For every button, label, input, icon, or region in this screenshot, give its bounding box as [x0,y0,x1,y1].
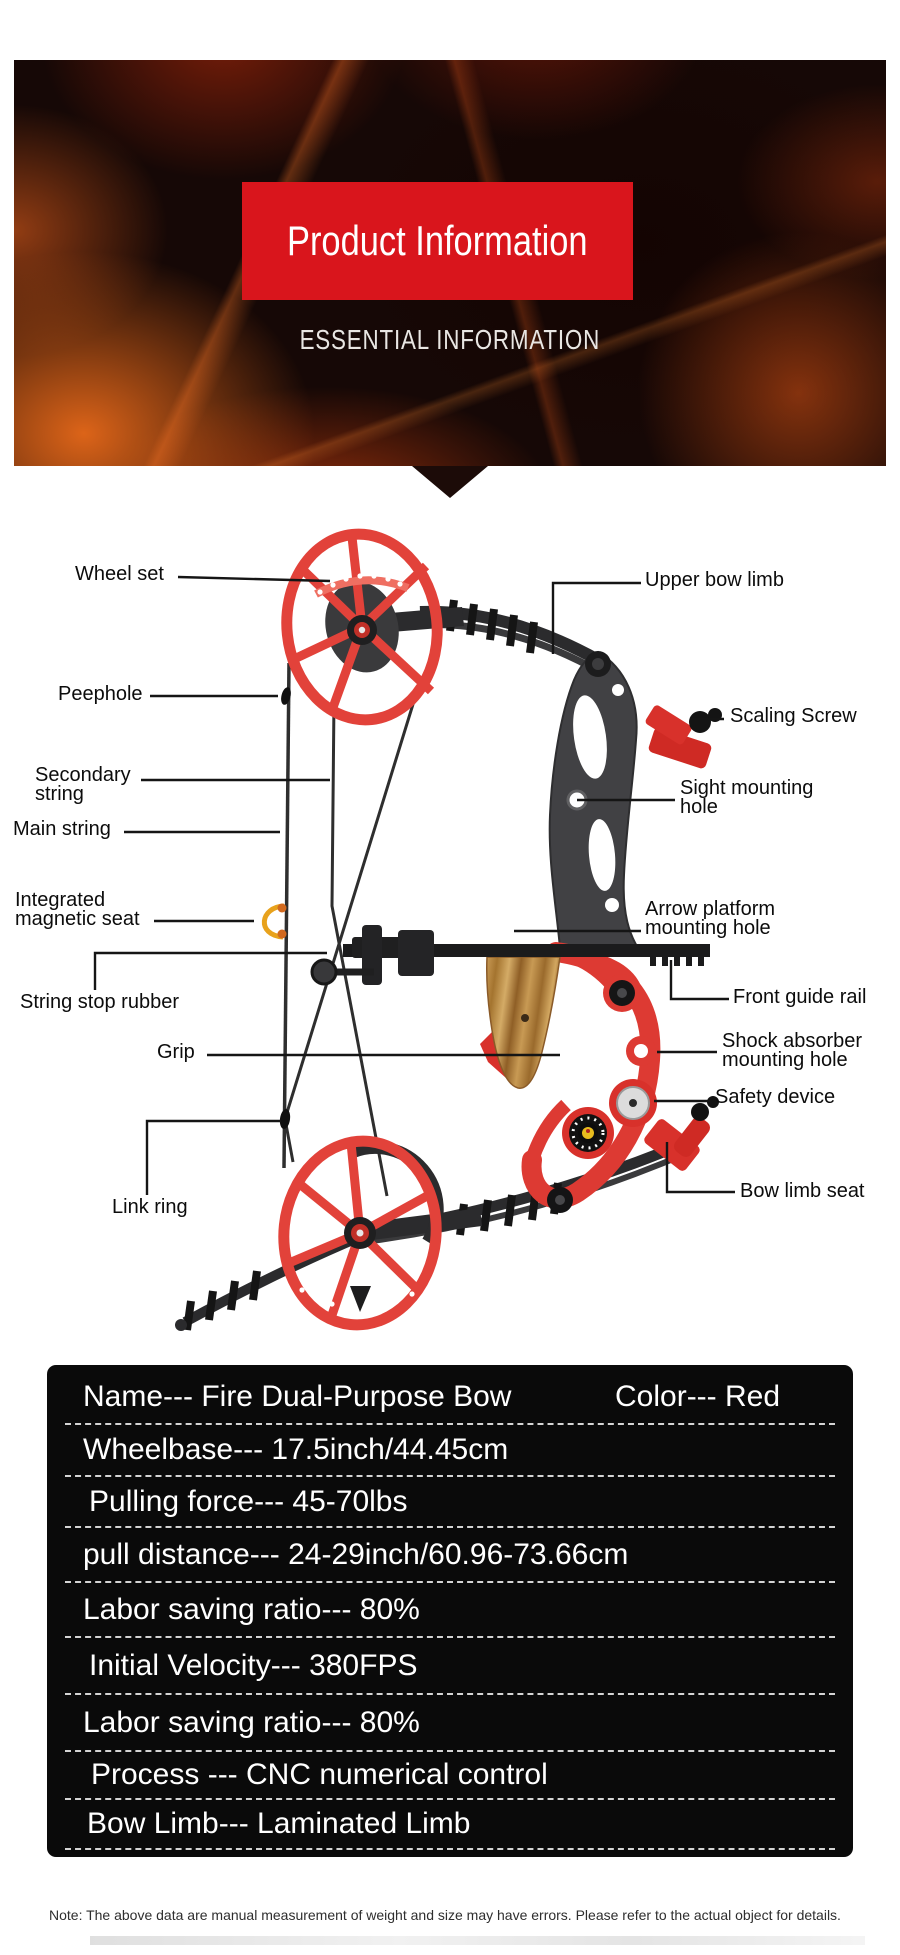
leader-front-guide-rail [669,960,729,1001]
label-link-ring: Link ring [112,1196,188,1218]
riser-hardware [547,974,719,1213]
spec-row-bow-limb: Bow Limb--- Laminated Limb [65,1800,835,1850]
spec-table: Name--- Fire Dual-Purpose Bow Color--- R… [47,1365,853,1857]
leader-upper-bow-limb [551,581,641,654]
leader-lines [93,575,735,1195]
spec-color: Color--- Red [615,1379,781,1413]
label-arrow-platform-mounting-hole: Arrow platform mounting hole [645,898,776,939]
page-title: Product Information [287,217,588,264]
spec-row-name: Name--- Fire Dual-Purpose Bow Color--- R… [65,1370,835,1425]
spec-row-pull-distance: pull distance--- 24-29inch/60.96-73.66cm [65,1528,835,1583]
link-ring-part [279,1109,291,1129]
spec-row-process: Process --- CNC numerical control [65,1752,835,1800]
spec-row-pulling-force: Pulling force--- 45-70lbs [65,1477,835,1528]
spec-name: Name--- Fire Dual-Purpose Bow [83,1379,512,1413]
label-safety-device: Safety device [715,1086,836,1108]
label-string-stop: String stop rubber [20,991,179,1013]
d-loop-magnetic-seat [261,903,287,940]
page-subtitle: ESSENTIAL INFORMATION [299,324,601,355]
bow-limb-seat-part [644,1096,719,1171]
peep-sight [281,687,291,705]
lava-banner: Product Information ESSENTIAL INFORMATIO… [14,60,886,466]
banner-chevron-notch [412,466,488,498]
faint-watermark-strip [90,1936,865,1945]
page-title-box: Product Information [242,182,633,300]
label-sight-mounting-hole: Sight mounting hole [680,777,814,818]
leader-string-stop [93,951,327,990]
logo-bearing [562,1107,614,1159]
safety-device-part [609,1079,657,1127]
leader-link-ring [145,1119,281,1195]
label-peephole: Peephole [58,683,143,705]
scaling-screw-part [645,705,722,769]
spec-row-initial-velocity: Initial Velocity--- 380FPS [65,1638,835,1695]
label-grip: Grip [157,1041,195,1063]
label-shock-absorber-mounting-hole: Shock absorber mounting hole [722,1030,863,1071]
label-secondary-string: Secondary string [35,764,131,805]
label-upper-bow-limb: Upper bow limb [645,569,784,591]
leader-bow-limb-seat [665,1142,735,1194]
label-wheel-set: Wheel set [75,563,164,585]
spec-row-labor-ratio-2: Labor saving ratio--- 80% [65,1695,835,1752]
label-main-string: Main string [13,818,111,840]
spec-row-labor-ratio-1: Labor saving ratio--- 80% [65,1583,835,1638]
string-stop-rubber-part [310,958,338,986]
leader-wheel-set [177,575,331,583]
label-magnetic-seat: Integrated magnetic seat [15,889,140,930]
strings [261,662,420,1197]
footer-note: Note: The above data are manual measurem… [49,1907,841,1923]
label-scaling-screw: Scaling Screw [730,705,857,727]
top-wheel [281,528,464,726]
label-front-guide-rail: Front guide rail [733,986,867,1008]
bow-illustration [93,528,735,1331]
bottom-wheel [278,1135,482,1331]
arrow-platform-rail [310,925,710,986]
label-bow-limb-seat: Bow limb seat [740,1180,865,1202]
spec-row-wheelbase: Wheelbase--- 17.5inch/44.45cm [65,1425,835,1477]
shock-absorber-hole-part [634,1044,648,1058]
